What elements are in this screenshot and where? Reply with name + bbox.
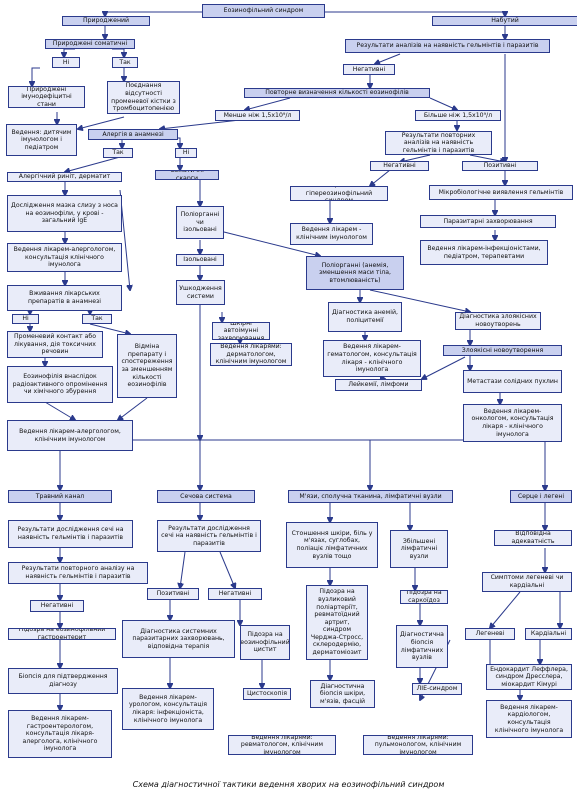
leukemias-lymphomas: Лейкемії, лімфоми	[335, 379, 422, 391]
m-lie-syndrome: ЛІЕ-синдром	[412, 683, 462, 695]
m-vasculitis-suspicion: Підозра на вузликовий поліартеріїт, ревм…	[306, 585, 368, 660]
gu-lead-urologist: Ведення лікарем-урологом, консультація л…	[122, 688, 214, 730]
cong-yes: Так	[112, 57, 138, 68]
anemia-diagnostics: Діагностика анемій, поліцитемії	[328, 302, 402, 332]
m-skin-thinning: Стоншення шкіри, біль у м'язах, суглобах…	[286, 522, 378, 568]
gu-negative: Негативні	[208, 588, 262, 600]
micro-helminths: Мікробіологічне виявлення гельмінтів	[429, 185, 573, 200]
acquired: Набутий	[432, 16, 577, 26]
gi-negative: Негативні	[30, 600, 84, 612]
cong-lead: Ведення: дитячим імунологом і педіатром	[6, 124, 77, 156]
drugs-yes: Так	[82, 314, 112, 324]
branch-heart-lungs: Серце і легені	[510, 490, 572, 503]
essential-hypereosinophilic: Есенціальний гіпереозинофільний синдром	[290, 186, 388, 201]
gu-systemic-parasitic: Діагностика системних паразитарних захво…	[122, 620, 235, 658]
congenital: Природжений	[62, 16, 150, 26]
solid-tumor-metastases: Метастази солідних пухлин	[463, 370, 562, 393]
branch-urinary: Сечова система	[157, 490, 255, 503]
gi-repeat-tests: Результати повторного аналізу на наявніс…	[8, 562, 148, 584]
cong-no: Ні	[52, 57, 80, 68]
isolated: Ізольовані	[176, 254, 224, 266]
gi-biopsy: Біопсія для підтвердження діагнозу	[8, 668, 118, 694]
gu-cystoscopy: Цистоскопія	[243, 688, 291, 700]
positive-2: Позитивні	[462, 161, 538, 171]
m-lead-pulmonologist: Ведення лікарями: пульмонологом, клінічн…	[363, 735, 473, 755]
negative-2: Негативні	[370, 161, 429, 171]
radiation-eosinophilia: Еозинофілія внаслідок радіоактивного опр…	[7, 366, 113, 403]
cong-immunodeficiency: Природжені імунодефіцитні стани	[8, 86, 85, 108]
lead-allergologist-2: Ведення лікарем-алергологом, клінічним і…	[7, 420, 133, 451]
root-eosinophilic-syndrome: Еозинофільний синдром	[202, 4, 325, 18]
lead-oncologist: Ведення лікарем-онкологом, консультація …	[463, 404, 562, 442]
allergy-history: Алергія в анамнезі	[88, 129, 178, 140]
lead-hematologist: Ведення лікарем-гематологом, консультаці…	[323, 340, 421, 377]
nasal-smear: Дослідження мазка слизу з носа на еозино…	[7, 195, 122, 232]
allergy-no: Ні	[175, 148, 197, 158]
gi-lead: Ведення лікарем-гастроентерологом, консу…	[8, 710, 112, 758]
allergic-rhinitis: Алергічний риніт, дерматит	[7, 172, 122, 182]
gi-stool-tests: Результати дослідження сечі на наявність…	[8, 520, 133, 548]
h-symptoms: Симптоми легеневі чи кардіальні	[482, 572, 572, 592]
drugs-no: Ні	[12, 314, 39, 324]
h-lead-cardiologist: Ведення лікарем-кардіологом, консультаці…	[486, 700, 572, 738]
branch-gi-tract: Травний канал	[8, 490, 112, 503]
cong-radius-thrombocytopenia: Поєднання відсутності променевої кістки …	[107, 81, 180, 114]
lead-infectious: Ведення лікарем-інфекціоністами, педіатр…	[420, 240, 548, 265]
repeat-eosinophil-count: Повторне визначення кількості еозинофілі…	[244, 88, 430, 98]
m-lymph-biopsy: Діагностична біопсія лімфатичних вузлів	[396, 625, 448, 668]
gu-urine-tests: Результати дослідження сечі на наявність…	[157, 520, 261, 552]
malignant-neoplasms: Злоякісні новоутворення	[443, 345, 562, 356]
lead-immunologist-1: Ведення лікарем - клінічним імунологом	[290, 223, 373, 245]
negative-1: Негативні	[343, 64, 395, 75]
polyorgan: Поліорганні (анемія, зменшення маси тіла…	[306, 256, 404, 290]
less-than-1-5: Менше ніж 1,5x10⁹/л	[215, 110, 300, 121]
more-than-1-5: Більше ніж 1,5x10⁹/л	[415, 110, 501, 121]
skin-autoimmune: Шкірні автоімунні захворювання	[212, 322, 270, 340]
figure-caption: Схема діагностичної тактики ведення хвор…	[132, 780, 445, 789]
branch-muscles-lymph: М'язи, сполучна тканина, лімфатичні вузл…	[288, 490, 453, 503]
gu-positive: Позитивні	[147, 588, 199, 600]
m-sarcoidosis: Підозра на саркоїдоз	[400, 590, 448, 604]
radiation-contact: Променевий контакт або лікування, дія то…	[7, 331, 103, 358]
drug-withdrawal: Відміна препарату і спостереження за зме…	[117, 334, 177, 398]
h-pulmonary: Легеневі	[465, 628, 515, 640]
h-cardiac: Кардіальні	[525, 628, 572, 640]
lead-dermatologist: Ведення лікарями: дерматологом, клінічни…	[210, 343, 292, 366]
h-loeffler: Ендокардит Леффлера, синдром Дресслера, …	[486, 664, 572, 690]
polyorgan-or-isolated: Поліорганні чи ізольовані	[176, 206, 224, 239]
helminth-tests: Результати аналізів на наявність гельмін…	[345, 39, 550, 53]
parasitic-diseases: Паразитарні захворювання	[420, 215, 556, 228]
h-adequacy: Відповідна адекватність	[494, 530, 572, 546]
m-tissue-biopsy: Діагностична біопсія шкіри, м'язів, фасц…	[310, 680, 375, 708]
tumor-diagnostics: Діагностика злоякісних новоутворень	[455, 312, 541, 330]
drug-use-history: Вживання лікарських препаратів в анамнез…	[7, 285, 122, 311]
somatic-complaints: Соматичні скарги	[155, 170, 219, 180]
congenital-somatic: Природжені соматичні	[45, 39, 135, 49]
repeat-helminth-tests: Результати повторних аналізів на наявніс…	[385, 131, 492, 155]
organ-system-damage: Ушкодження системи	[176, 280, 225, 305]
m-enlarged-nodes: Збільшені лімфатичні вузли	[390, 530, 448, 568]
gi-gastroenteritis: Підозра на еозинофільний гастроентерит	[8, 628, 116, 640]
lead-allergologist-1: Ведення лікарем-алергологом, консультаці…	[7, 243, 122, 272]
gu-lead-rheumatologist: Ведення лікарями: ревматологом, клінічни…	[228, 735, 336, 755]
allergy-yes: Так	[103, 148, 133, 158]
gu-cystitis: Підозра на еозинофільний цистит	[240, 625, 290, 660]
